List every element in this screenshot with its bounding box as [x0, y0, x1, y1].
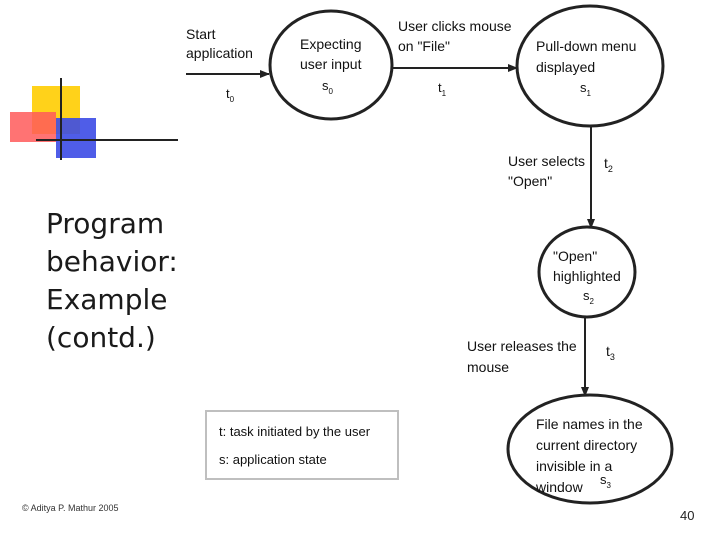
page-number: 40 — [680, 508, 695, 523]
state-symbol-s1: s1 — [580, 80, 592, 98]
decor-blue-square — [56, 118, 96, 158]
copyright-text: © Aditya P. Mathur 2005 — [22, 503, 119, 513]
state-node-s3 — [506, 393, 674, 505]
transition-label-line: "Open" — [508, 173, 552, 189]
transition-label-line: User clicks mouse — [398, 18, 512, 34]
state-label-line: invisible in a — [536, 458, 612, 474]
state-label-line: File names in the — [536, 416, 643, 432]
state-label-line: Pull-down menu — [536, 38, 636, 54]
transition-label-line: User releases the — [467, 338, 577, 354]
state-label-line: "Open" — [553, 248, 597, 264]
state-label-line: Expecting — [300, 36, 361, 52]
state-symbol-s2: s2 — [583, 288, 595, 306]
legend-line: t: task initiated by the user — [219, 424, 371, 439]
decor-horizontal-line — [36, 139, 178, 141]
state-node-s0 — [268, 9, 394, 121]
start-label-line: application — [186, 45, 253, 61]
legend-box: t: task initiated by the user s: applica… — [205, 410, 399, 480]
title-line: Program — [46, 207, 165, 240]
title-line: (contd.) — [46, 321, 156, 354]
state-symbol-s3: s3 — [600, 472, 612, 490]
state-label-line: current directory — [536, 437, 637, 453]
state-label-line: displayed — [536, 59, 595, 75]
decor-vertical-line — [60, 78, 62, 160]
state-symbol-s0: s0 — [322, 78, 334, 96]
transition-symbol-t3: t3 — [606, 343, 615, 362]
transition-symbol-t2: t2 — [604, 155, 613, 174]
transition-label-line: on "File" — [398, 38, 450, 54]
title-line: behavior: — [46, 245, 178, 278]
state-label-line: user input — [300, 56, 362, 72]
transition-symbol-t0: t0 — [226, 86, 235, 104]
decor-red-square — [10, 112, 56, 142]
transition-symbol-t1: t1 — [438, 80, 447, 98]
title-line: Example — [46, 283, 168, 316]
transition-label-line: User selects — [508, 153, 585, 169]
state-label-line: window — [535, 479, 584, 495]
slide-title: Program behavior: Example (contd.) — [46, 205, 178, 357]
state-node-s2 — [537, 225, 637, 319]
state-label-line: highlighted — [553, 268, 621, 284]
transition-label-line: mouse — [467, 359, 509, 375]
legend-line: s: application state — [219, 452, 327, 467]
start-label-line: Start — [186, 26, 216, 42]
